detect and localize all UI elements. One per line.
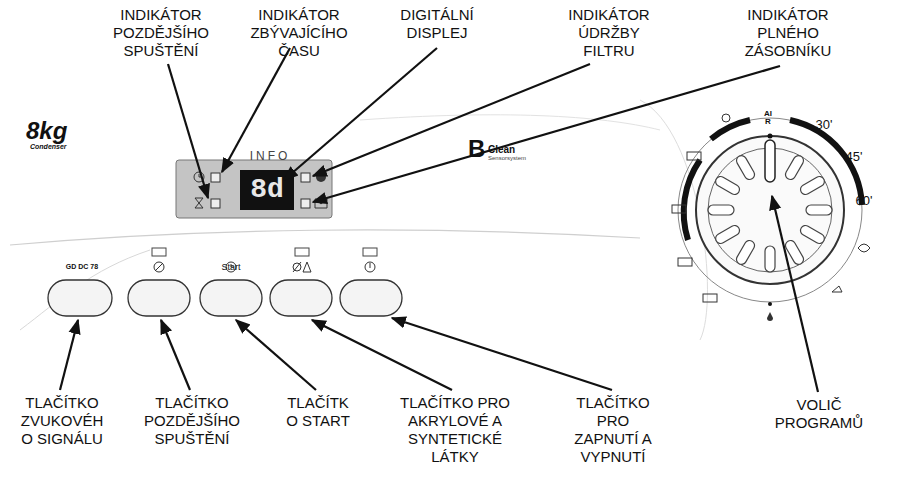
callout-label: TLAČÍTKO ZVUKOVÉH O SIGNÁLU <box>14 394 110 448</box>
push-button <box>48 280 112 316</box>
program-icon <box>678 258 692 266</box>
indicator-led <box>211 199 220 208</box>
indicator-led <box>211 173 220 182</box>
push-button <box>340 280 402 316</box>
digital-display <box>240 170 294 210</box>
dial-grip <box>735 239 757 267</box>
indicator-led <box>301 199 310 208</box>
push-button <box>270 280 332 316</box>
leader-arrow <box>60 320 78 390</box>
dial-grip <box>765 246 775 272</box>
button-led <box>152 248 166 256</box>
leader-arrow <box>236 320 316 390</box>
sound-icon <box>154 262 164 272</box>
power-icon <box>365 262 375 272</box>
panel-text: INFO <box>240 150 300 162</box>
program-icon <box>722 114 730 122</box>
dial-dot <box>768 134 773 139</box>
button-led <box>363 248 377 256</box>
leader-arrow <box>168 64 208 198</box>
callout-label: VOLIČ PROGRAMŮ <box>772 396 866 432</box>
dial-grip <box>799 224 827 246</box>
hourglass-icon <box>195 198 203 208</box>
program-icon <box>672 205 686 213</box>
dial-grip <box>806 205 832 215</box>
callout-label: TLAČÍTKO PRO ZAPNUTÍ A VYPNUTÍ <box>564 394 662 466</box>
leader-arrow <box>161 320 190 390</box>
leader-arrow <box>313 66 780 202</box>
callout-label: TLAČÍTKO POZDĚJŠÍHO SPUŠTĚNÍ <box>134 394 250 448</box>
program-icon <box>832 286 842 292</box>
sound-icon <box>155 263 163 271</box>
callout-label: INDIKÁTOR PLNÉHO ZÁSOBNÍKU <box>732 6 844 60</box>
dial-pointer <box>765 140 775 182</box>
leader-arrow <box>772 196 818 392</box>
dial-mark: 30' <box>810 118 838 132</box>
synthetic-icon <box>293 262 311 272</box>
button-led <box>295 248 309 256</box>
housing-curve <box>10 230 640 245</box>
dial-mark: 45' <box>840 150 868 164</box>
callout-label: INDIKÁTOR ÚDRŽBY FILTRU <box>555 6 663 60</box>
dial-grip <box>714 175 742 197</box>
model-code: GD DC 78 <box>52 262 112 271</box>
program-icon <box>767 312 773 321</box>
program-icon <box>703 294 717 302</box>
callout-label: TLAČÍTK O START <box>280 394 356 430</box>
housing-curve <box>360 115 660 130</box>
power-icon <box>370 263 371 268</box>
button-text: Start <box>216 262 246 272</box>
dial-ring <box>678 118 862 302</box>
brand-mark: Clean <box>488 144 528 155</box>
callout-label: DIGITÁLNÍ DISPLEJ <box>382 6 492 42</box>
dial-grip <box>799 175 827 197</box>
program-icon <box>858 244 870 252</box>
dial-mark: 60' <box>850 194 878 208</box>
callout-label: INDIKÁTOR ZBÝVAJÍCÍHO ČASU <box>240 6 358 60</box>
leader-arrow <box>313 64 590 176</box>
brand-mark: B <box>468 136 490 162</box>
brand-mark: Sensorsystem <box>488 154 548 162</box>
callout-label: INDIKÁTOR POZDĚJŠÍHO SPUŠTĚNÍ <box>105 6 217 60</box>
leader-arrow <box>284 48 437 180</box>
dial-dot <box>768 302 772 306</box>
dial-grip <box>784 154 806 182</box>
dial-grip <box>735 154 757 182</box>
push-button <box>200 280 262 316</box>
dial-mark: AIR <box>764 110 772 126</box>
dial-grip <box>708 205 734 215</box>
program-dial <box>696 136 844 284</box>
callout-label: TLAČÍTKO PRO AKRYLOVÉ A SYNTETICKÉ LÁTKY <box>394 394 516 466</box>
push-button <box>128 280 190 316</box>
program-icon <box>687 152 701 160</box>
dial-arc <box>711 120 750 139</box>
indicator-led <box>301 173 310 182</box>
capacity-mark: 8kg <box>26 118 96 144</box>
model-mark: Condenser <box>30 142 100 151</box>
display-digits: 8d <box>240 172 294 208</box>
leader-arrow <box>392 318 612 390</box>
dial-grip <box>714 224 742 246</box>
